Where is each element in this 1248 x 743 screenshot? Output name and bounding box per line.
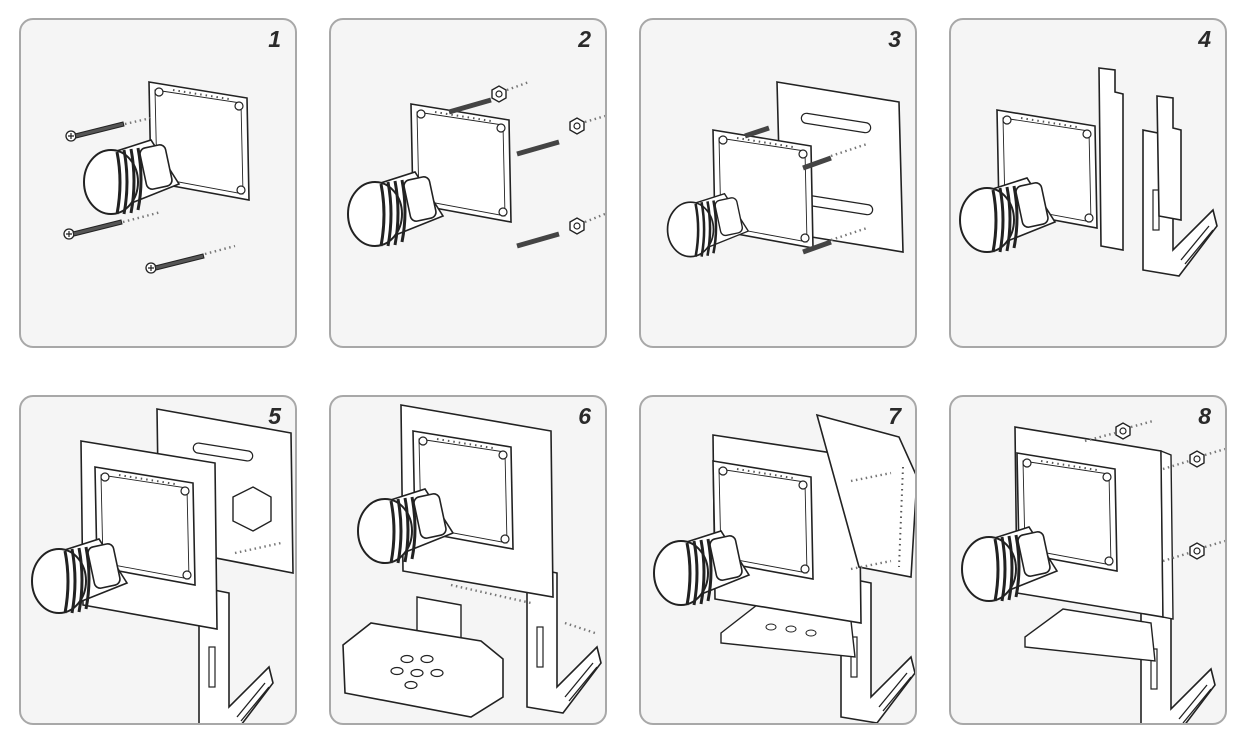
step-number: 7 xyxy=(888,403,901,429)
step-number: 8 xyxy=(1198,403,1211,429)
bracket-tab xyxy=(1156,95,1182,221)
bracket-tab xyxy=(1098,67,1124,251)
step-number: 3 xyxy=(888,26,901,52)
assembly-illustration xyxy=(30,408,294,723)
step-number: 2 xyxy=(578,26,591,52)
base-plate xyxy=(1024,608,1156,662)
screw xyxy=(744,125,832,255)
step-panel-8: 8 xyxy=(949,395,1227,725)
step-panel-2: 2 xyxy=(329,18,607,348)
assembly-illustration xyxy=(346,80,605,249)
assembly-illustration xyxy=(958,67,1218,277)
screw xyxy=(448,97,560,249)
guide-line xyxy=(850,471,892,571)
camera-lens xyxy=(958,176,1057,254)
guide-line xyxy=(122,116,236,256)
camera-lens xyxy=(666,192,750,258)
base-plate xyxy=(342,622,504,718)
assembly-illustration xyxy=(960,419,1225,723)
nut xyxy=(491,85,507,103)
step-panel-1: 1 xyxy=(19,18,297,348)
nut xyxy=(1189,450,1205,468)
step-number: 1 xyxy=(268,26,281,52)
step-panel-3: 3 xyxy=(639,18,917,348)
assembly-illustration xyxy=(342,404,602,718)
camera-lens xyxy=(82,138,181,216)
guide-line xyxy=(1084,419,1225,563)
step-number: 5 xyxy=(268,403,281,429)
nut xyxy=(569,117,585,135)
step-number: 6 xyxy=(578,403,591,429)
screw xyxy=(145,253,205,274)
nut xyxy=(1115,422,1131,440)
assembly-illustration xyxy=(652,413,915,723)
step-panel-6: 6 xyxy=(329,395,607,725)
step-panel-7: 7 xyxy=(639,395,917,725)
screw xyxy=(63,219,123,240)
camera-lens xyxy=(346,170,445,248)
step-panel-5: 5 xyxy=(19,395,297,725)
screw xyxy=(65,121,125,142)
back-board xyxy=(815,413,915,578)
guide-line xyxy=(450,583,596,635)
assembly-illustration xyxy=(63,81,250,274)
nut xyxy=(1189,542,1205,560)
nut xyxy=(569,217,585,235)
guide-line xyxy=(830,142,868,242)
step-number: 4 xyxy=(1198,26,1211,52)
assembly-illustration xyxy=(666,81,904,258)
step-panel-4: 4 xyxy=(949,18,1227,348)
guide-line xyxy=(506,80,605,224)
